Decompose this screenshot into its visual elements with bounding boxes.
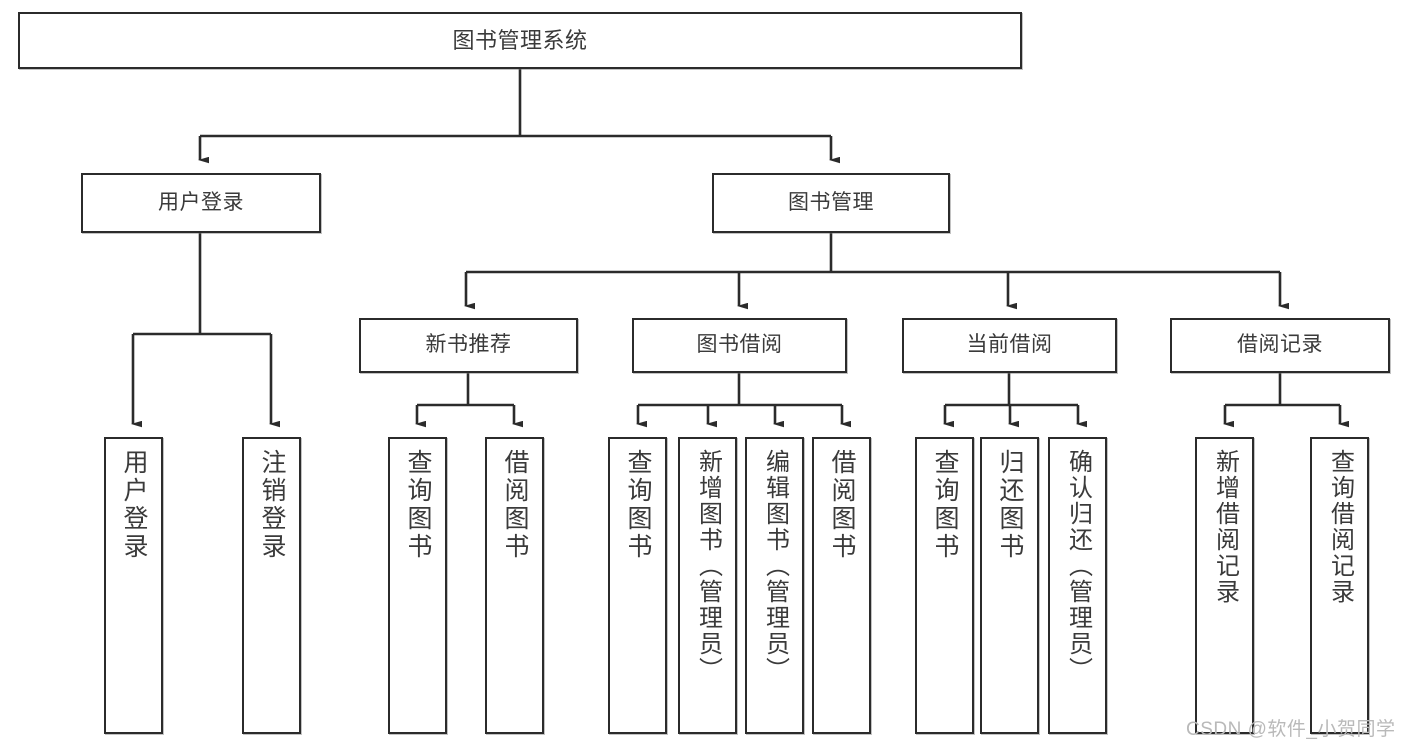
node-label: 查询借阅记录 — [1326, 449, 1354, 605]
node-label: 确认归还（管理员） — [1064, 449, 1092, 683]
node-root-book-management-system[interactable]: 图书管理系统 — [18, 12, 1022, 69]
node-user-login[interactable]: 用户登录 — [81, 173, 321, 233]
node-label: 注销登录 — [258, 449, 286, 561]
node-new-book-recommend[interactable]: 新书推荐 — [359, 318, 578, 373]
node-label: 图书管理 — [788, 190, 874, 214]
leaf-query-borrow-record[interactable]: 查询借阅记录 — [1310, 437, 1369, 734]
node-label: 新增借阅记录 — [1211, 449, 1239, 605]
leaf-query-book-borrow[interactable]: 查询图书 — [608, 437, 667, 734]
leaf-add-borrow-record[interactable]: 新增借阅记录 — [1195, 437, 1254, 734]
node-label: 新增图书（管理员） — [694, 449, 722, 683]
leaf-borrow-book[interactable]: 借阅图书 — [812, 437, 871, 734]
watermark-text: CSDN @软件_小贺同学 — [1186, 719, 1396, 740]
leaf-edit-book-admin[interactable]: 编辑图书（管理员） — [745, 437, 804, 734]
leaf-add-book-admin[interactable]: 新增图书（管理员） — [678, 437, 737, 734]
node-label: 借阅记录 — [1237, 333, 1323, 357]
leaf-confirm-return-admin[interactable]: 确认归还（管理员） — [1048, 437, 1107, 734]
leaf-user-logout[interactable]: 注销登录 — [242, 437, 301, 734]
leaf-borrow-book-recommend[interactable]: 借阅图书 — [485, 437, 544, 734]
node-label: 查询图书 — [404, 449, 432, 561]
node-label: 当前借阅 — [966, 333, 1053, 357]
leaf-user-login[interactable]: 用户登录 — [104, 437, 163, 734]
node-borrow-record[interactable]: 借阅记录 — [1170, 318, 1390, 373]
node-label: 借阅图书 — [501, 449, 529, 561]
leaf-query-book-recommend[interactable]: 查询图书 — [388, 437, 447, 734]
node-book-borrow[interactable]: 图书借阅 — [632, 318, 847, 373]
leaf-return-book[interactable]: 归还图书 — [980, 437, 1039, 734]
node-label: 编辑图书（管理员） — [761, 449, 789, 683]
node-label: 用户登录 — [158, 190, 244, 214]
node-label: 归还图书 — [996, 449, 1024, 561]
node-label: 图书借阅 — [696, 333, 783, 357]
node-label: 查询图书 — [624, 449, 652, 561]
leaf-query-book-current[interactable]: 查询图书 — [915, 437, 974, 734]
node-label: 用户登录 — [120, 449, 148, 561]
node-label: 图书管理系统 — [452, 27, 588, 53]
node-label: 查询图书 — [931, 449, 959, 561]
node-label: 借阅图书 — [828, 449, 856, 561]
node-book-management[interactable]: 图书管理 — [712, 173, 950, 233]
node-label: 新书推荐 — [425, 333, 512, 357]
node-current-borrow[interactable]: 当前借阅 — [902, 318, 1117, 373]
